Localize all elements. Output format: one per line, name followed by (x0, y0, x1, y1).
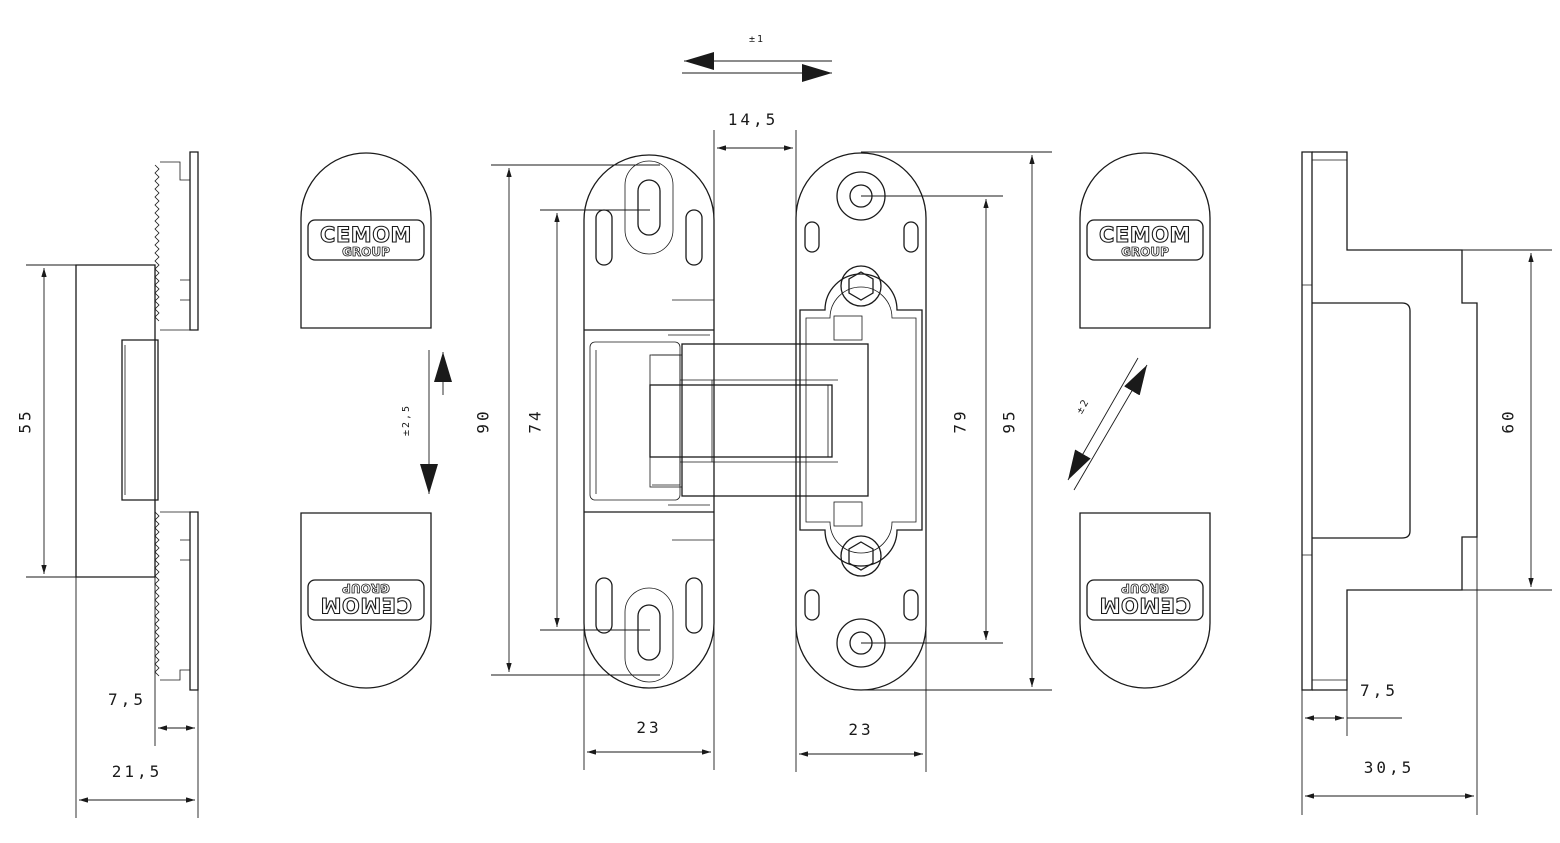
hinge-right-leaf (795, 152, 927, 691)
brand-logo-subtext-right-inverted: GROUP (1121, 581, 1169, 595)
dim-left-depth-total: 21,5 (112, 762, 163, 781)
dim-gap: 14,5 (713, 110, 797, 330)
brand-logo-subtext-inverted: GROUP (342, 581, 390, 595)
dim-right-depth-small: 7,5 (1360, 681, 1398, 700)
svg-text:74: 74 (526, 408, 545, 433)
svg-text:23: 23 (848, 720, 873, 739)
dim-right-outer-height: 95 (861, 151, 1052, 691)
adjust-vertical-label: ±2,5 (401, 404, 412, 436)
dim-leaf-outer-height: 90 (474, 164, 660, 676)
adjust-lateral-label: ±1 (749, 34, 765, 45)
dim-left-height: 55 (16, 408, 35, 433)
svg-text:95: 95 (1000, 408, 1019, 433)
svg-text:14,5: 14,5 (728, 110, 779, 129)
left-side-view: 55 7,5 21,5 (16, 151, 199, 818)
cover-cap-bottom-left: CEMOM GROUP (300, 512, 432, 689)
brand-logo-text: CEMOM (320, 223, 412, 247)
hinge-left-leaf (583, 154, 715, 689)
dim-left-leaf-width: 23 (583, 623, 715, 770)
cover-cap-bottom-right: CEMOM GROUP (1079, 512, 1211, 689)
hinge-arm (649, 343, 869, 497)
svg-text:90: 90 (474, 408, 493, 433)
brand-logo-text-right: CEMOM (1099, 223, 1191, 247)
lateral-adjustment-indicator: ±1 (682, 34, 832, 82)
svg-text:23: 23 (636, 718, 661, 737)
depth-adjustment-indicator: ±2 (1067, 357, 1148, 491)
dim-left-depth-small: 7,5 (108, 690, 146, 709)
adjust-depth-label: ±2 (1075, 397, 1093, 416)
brand-logo-subtext-right: GROUP (1121, 245, 1169, 259)
dim-right-hole-spacing: 79 (861, 195, 1003, 644)
vertical-adjustment-indicator: ±2,5 (401, 350, 452, 494)
dim-leaf-hole-spacing: 74 (526, 209, 650, 631)
dim-right-leaf-width: 23 (795, 625, 927, 772)
cover-cap-top-left: CEMOM GROUP (300, 152, 432, 329)
brand-logo-subtext: GROUP (342, 245, 390, 259)
brand-logo-text-inverted: CEMOM (320, 593, 412, 617)
svg-text:79: 79 (951, 408, 970, 433)
brand-logo-text-right-inverted: CEMOM (1099, 593, 1191, 617)
right-side-view: 60 7,5 30,5 (1301, 151, 1552, 815)
cover-cap-top-right: CEMOM GROUP (1079, 152, 1211, 329)
dim-right-height: 60 (1499, 408, 1518, 433)
dim-right-depth-total: 30,5 (1364, 758, 1415, 777)
